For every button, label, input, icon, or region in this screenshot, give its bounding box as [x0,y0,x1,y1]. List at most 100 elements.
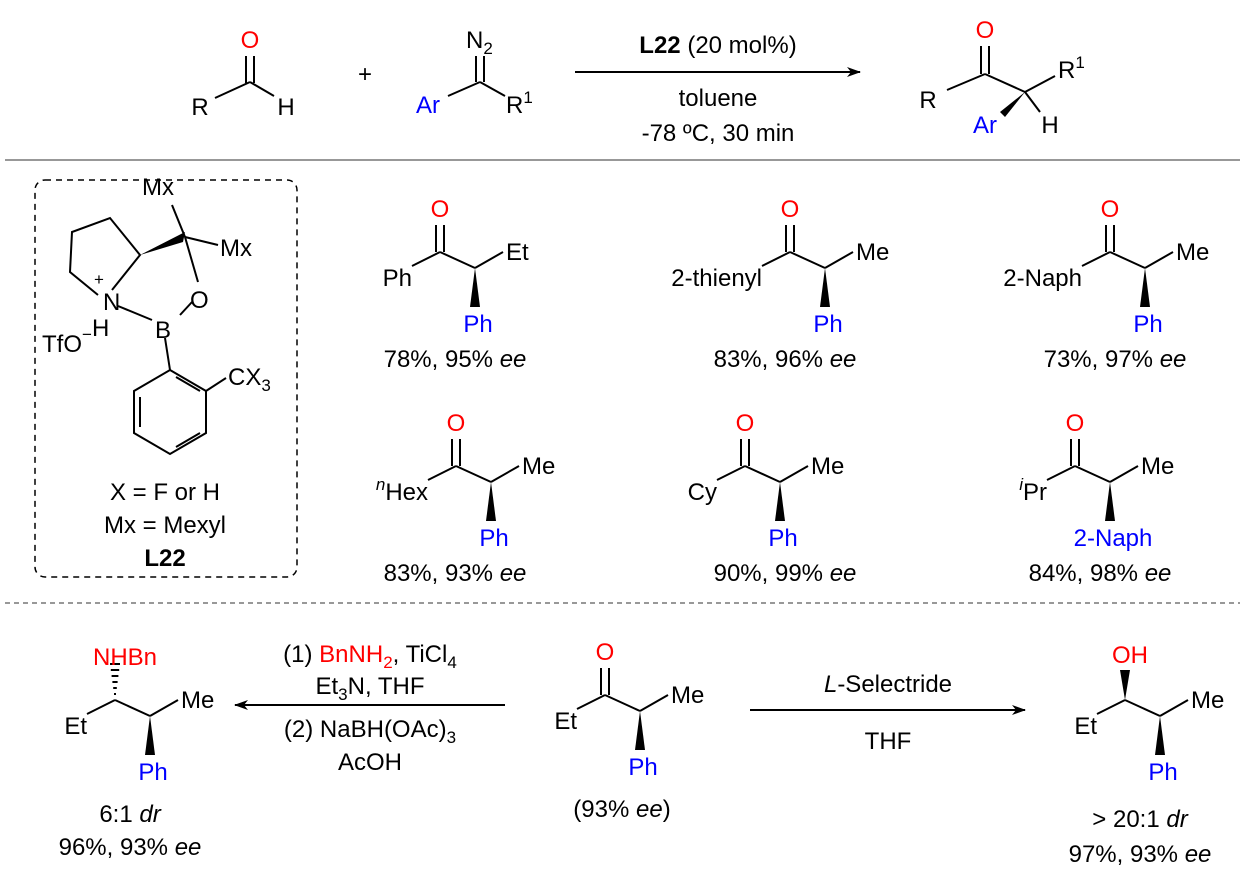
stereo-wedge-bond [470,268,480,307]
alcohol-oh: OH [1112,642,1148,669]
catalyst-condition: L22 (20 mol%) [639,32,796,59]
diazo-n2: N2 [466,27,493,58]
stereo-wedge-bond [486,482,496,521]
derivatization: (1) BnNH2, TiCl4 Et3N, THF (2) NaBH(OAc)… [59,639,1225,868]
left-substituent: 2-thienyl [671,265,762,292]
product-yield-ee: 84%, 98% ee [1029,560,1172,587]
left-substituent: Et [64,713,87,740]
stereo-wedge-bond [1140,268,1150,307]
right-substituent: Me [1191,687,1224,714]
left-substituent: Et [554,708,577,735]
ligand-mx-right: Mx [220,235,252,262]
ligand-oxygen: O [190,287,209,314]
carbonyl-oxygen: O [781,196,800,223]
ligand-x-definition: X = F or H [110,479,220,506]
alcohol-yield: 97%, 93% ee [1069,841,1212,868]
stereo-wedge-bond [820,268,830,307]
carbonyl-oxygen: O [1101,196,1120,223]
ketone-ee: (93% ee) [573,796,670,823]
product-yield-ee: 83%, 93% ee [384,560,527,587]
right-substituent: Me [811,453,844,480]
aryl-substituent: Ph [463,311,492,338]
product-yield-ee: 83%, 96% ee [714,346,857,373]
diazo-ar: Ar [416,92,440,119]
aldehyde-h: H [277,94,294,121]
ligand-boron: B [155,317,171,344]
product-oxygen: O [976,17,995,44]
ligand-positive-charge: + [94,270,104,289]
amination-step1: (1) BnNH2, TiCl4 [283,641,457,672]
ligand-nitrogen: N [103,289,120,316]
stereo-wedge-bond [1105,482,1115,521]
ligand-hydrogen: H [92,315,109,342]
aryl-substituent: Ph [138,759,167,786]
left-substituent: Cy [688,479,717,506]
ligand-name: L22 [144,545,185,572]
amine-yield: 96%, 93% ee [59,834,202,861]
alcohol-dr: > 20:1 dr [1092,806,1188,833]
amine-dr: 6:1 dr [99,801,161,828]
reduction-reagent: L-Selectride [824,671,952,698]
general-product-structure: O R Ar H R1 [919,17,1084,139]
diazo-r1: R1 [506,88,533,119]
ligand-mx-definition: Mx = Mexyl [104,512,226,539]
product-r1: R1 [1058,53,1085,84]
right-substituent: Me [522,453,555,480]
product-yield-ee: 73%, 97% ee [1044,346,1187,373]
left-substituent: Et [1074,713,1097,740]
carbonyl-oxygen: O [431,196,450,223]
product-ar: Ar [973,112,997,139]
stereo-wedge-bond [1155,716,1165,755]
plus-sign: + [358,61,372,88]
temperature-time-condition: -78 ºC, 30 min [642,120,795,147]
aryl-substituent: Ph [813,311,842,338]
right-substituent: Me [671,682,704,709]
aryl-substituent: Ph [1133,311,1162,338]
carbonyl-oxygen: O [447,410,466,437]
left-substituent: iPr [1019,475,1047,506]
aryl-substituent: Ph [628,754,657,781]
ligand-cx3: CX3 [228,364,271,395]
ligand-mx-top: Mx [142,174,174,201]
reduction-solvent: THF [865,728,912,755]
right-substituent: Me [1176,239,1209,266]
left-substituent: nHex [376,475,428,506]
amination-base-solvent: Et3N, THF [315,673,424,704]
ligand-l22-box: Mx Mx + N H B O TfO− CX3 X = F or H Mx =… [34,174,298,578]
diazo-structure: N2 Ar R1 [416,27,533,119]
right-substituent: Me [856,239,889,266]
product-yield-ee: 90%, 99% ee [714,560,857,587]
carbonyl-oxygen: O [1066,410,1085,437]
aryl-substituent: Ph [1148,759,1177,786]
aldehyde-oxygen: O [241,27,260,54]
stereo-wedge-bond [145,716,155,755]
left-substituent: 2-Naph [1003,265,1082,292]
right-substituent: Me [181,687,214,714]
product-r: R [919,87,936,114]
right-substituent: Me [1141,453,1174,480]
carbonyl-oxygen: O [596,639,615,666]
solvent-condition: toluene [679,85,758,112]
ligand-triflate: TfO− [42,325,92,358]
amination-step2: (2) NaBH(OAc)3 [284,716,456,747]
aryl-substituent: Ph [768,525,797,552]
right-substituent: Et [506,239,529,266]
aryl-substituent: Ph [479,525,508,552]
product-h: H [1041,112,1058,139]
stereo-wedge-bond [635,711,645,750]
stereo-wedge-bond [775,482,785,521]
amine-nhbn: NHBn [93,644,157,671]
aldehyde-structure: O R H [191,27,294,121]
product-yield-ee: 78%, 95% ee [384,346,527,373]
aryl-substituent: 2-Naph [1074,525,1153,552]
